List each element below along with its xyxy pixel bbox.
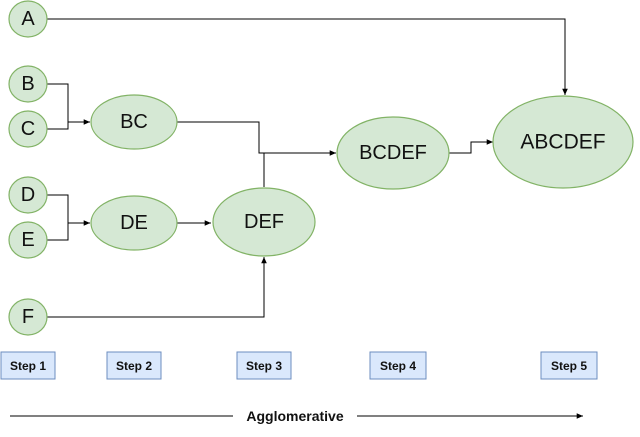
node-f-label: F [22,306,34,328]
node-de: DE [90,195,178,251]
node-bcdef-label: BCDEF [359,142,427,164]
step-row: Step 1 Step 2 Step 3 Step 4 Step 5 [0,351,598,380]
edge-c-to-bc [47,119,90,130]
edge-bc-to-bcdef [177,121,336,156]
node-e-label: E [21,229,34,251]
node-abcdef-label: ABCDEF [520,131,605,154]
node-d: D [8,176,48,214]
edge-e-to-de [47,220,90,241]
edge-f-to-def [47,257,267,318]
node-f: F [8,298,48,336]
node-bc-label: BC [120,111,148,133]
step-5: Step 5 [540,351,598,380]
edge-a-to-abcdef [47,18,568,95]
step-2: Step 2 [106,351,162,380]
node-def-label: DEF [244,211,284,233]
node-abcdef: ABCDEF [492,95,634,189]
step-2-label: Step 2 [116,359,152,373]
edge-b-to-bc [47,83,69,122]
node-bcdef: BCDEF [336,116,450,190]
step-1-label: Step 1 [10,359,46,373]
edge-d-to-de [47,194,69,223]
node-b: B [8,65,48,103]
node-c: C [8,110,48,148]
node-e: E [8,221,48,259]
step-3: Step 3 [236,351,292,380]
edge-bcdef-to-abcdef [449,139,493,154]
step-3-label: Step 3 [246,359,282,373]
step-4: Step 4 [369,351,427,380]
node-b-label: B [21,73,34,95]
step-5-label: Step 5 [551,359,587,373]
node-bc: BC [90,94,178,150]
direction-label: Agglomerative [246,408,343,424]
direction-arrow: Agglomerative [10,408,583,424]
node-c-label: C [21,118,35,140]
node-de-label: DE [120,212,148,234]
step-1: Step 1 [0,351,56,380]
step-4-label: Step 4 [380,359,416,373]
node-a-label: A [21,8,35,30]
node-def: DEF [212,187,316,257]
node-a: A [8,0,48,38]
node-d-label: D [21,184,35,206]
edges [47,18,568,318]
